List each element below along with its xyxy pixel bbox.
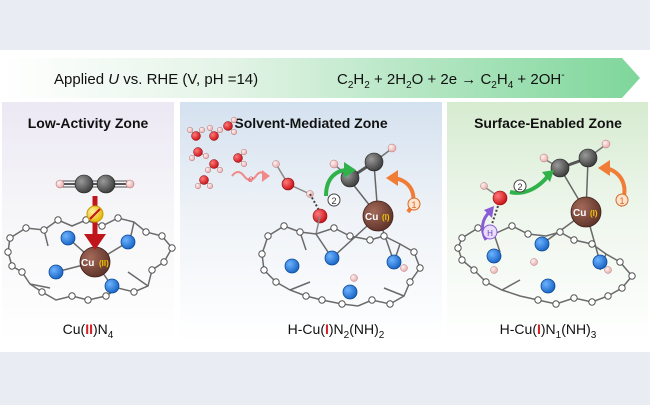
svg-text:H: H xyxy=(487,229,493,238)
nitrogen-atom xyxy=(540,278,556,294)
zone-label-surface-enabled: H-Cu(I)N1(NH)3 xyxy=(500,321,597,341)
svg-text:1: 1 xyxy=(619,196,624,206)
step-2-marker xyxy=(513,179,527,193)
copper-oxidation-label: (I) xyxy=(590,209,598,218)
bound-acetylene xyxy=(329,143,397,217)
zone-label-low-activity: Cu(II)N4 xyxy=(63,321,114,341)
acetylene-molecule xyxy=(55,174,135,194)
zone-panel-solvent-mediated xyxy=(180,102,442,342)
zone-panel-surface-enabled xyxy=(447,102,648,342)
nitrogen-atom xyxy=(486,248,502,264)
water-cluster xyxy=(186,116,248,190)
nitrogen-atom xyxy=(592,254,608,270)
svg-text:2: 2 xyxy=(331,196,336,206)
zone-title-low-activity: Low-Activity Zone xyxy=(28,115,149,131)
nitrogen-atom xyxy=(120,234,136,250)
copper-oxidation-label: (II) xyxy=(99,259,109,268)
copper-oxidation-label: (I) xyxy=(382,213,390,222)
oxygen-atom xyxy=(492,190,508,206)
nitrogen-atom xyxy=(534,236,550,252)
proton-marker xyxy=(482,224,498,240)
step-1-marker xyxy=(407,197,421,211)
h-cu-n1-nh3-structure: H Cu (I) 2 1 xyxy=(454,139,636,308)
electron-label: e xyxy=(248,174,254,185)
nitrogen-atom xyxy=(342,284,358,300)
electron-transfer-arrow xyxy=(231,171,265,181)
potential-arrow: Applied U vs. RHE (V, pH =14) C2H2 + 2H2… xyxy=(2,58,640,98)
copper-label: Cu xyxy=(573,208,586,219)
reaction-equation: C2H2 + 2H2O + 2e → C2H4 + 2OH- xyxy=(337,70,565,91)
nitrogen-atom xyxy=(386,254,402,270)
zone-title-solvent-mediated: Solvent-Mediated Zone xyxy=(234,115,387,131)
svg-text:1: 1 xyxy=(411,200,416,210)
copper-label: Cu xyxy=(365,212,378,223)
step-2-marker xyxy=(327,193,341,207)
cu-n4-structure: Cu (II) xyxy=(4,174,176,304)
proton-transfer-bond xyxy=(491,205,499,225)
zone-title-surface-enabled: Surface-Enabled Zone xyxy=(474,115,622,131)
nitrogen-atom xyxy=(60,230,76,246)
h-cu-n2-nh2-structure: e xyxy=(186,116,424,308)
zone-label-solvent-mediated: H-Cu(I)N2(NH)2 xyxy=(288,321,385,341)
copper-atom xyxy=(362,200,394,232)
step-1-marker xyxy=(615,193,629,207)
copper-label: Cu xyxy=(81,258,94,269)
applied-potential-label: Applied U vs. RHE (V, pH =14) xyxy=(54,71,258,88)
copper-atom xyxy=(570,196,602,228)
step-2-arrow xyxy=(509,174,550,195)
nitrogen-atom xyxy=(324,250,340,266)
nitrogen-atom xyxy=(104,278,120,294)
nitrogen-atom xyxy=(48,264,64,280)
svg-text:2: 2 xyxy=(517,182,522,192)
nitrogen-atom xyxy=(284,258,300,274)
